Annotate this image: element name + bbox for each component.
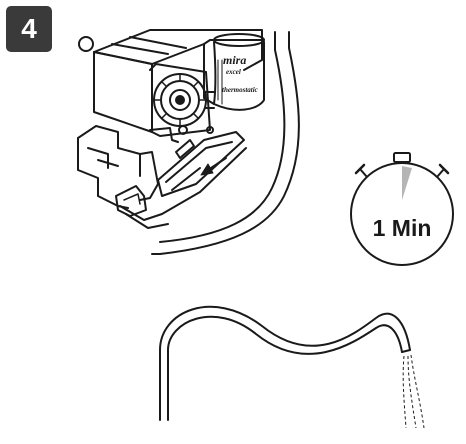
slider-panel-inner: [165, 141, 233, 191]
model-label: thermostatic: [222, 86, 258, 94]
control-dial-inner: [169, 89, 191, 111]
dial-frame: [149, 63, 211, 137]
hanging-loop: [78, 36, 94, 52]
control-dial-mid: [160, 80, 200, 120]
sub-brand-label: excel: [226, 68, 241, 76]
stopwatch-crown: [393, 152, 411, 163]
control-dial-hub: [175, 95, 185, 105]
stopwatch-side-button-left: [354, 163, 368, 178]
bracket-left: [149, 127, 179, 143]
base-clip-notch: [123, 193, 141, 205]
screw-2: [206, 126, 214, 134]
bottom-cover: [119, 147, 247, 221]
bottom-cover-edge: [125, 213, 169, 229]
stopwatch-side-button-right: [436, 163, 450, 178]
slider-panel: [157, 131, 245, 197]
lower-clip-detail: [87, 147, 119, 169]
brand-label: mira: [223, 53, 246, 67]
unit-body-ridge: [111, 36, 187, 55]
cartridge-body: [213, 41, 265, 111]
backplate-inner: [159, 31, 286, 243]
stopwatch-icon: 1 Min: [350, 152, 454, 266]
lower-clip: [77, 125, 141, 177]
stopwatch-time-label: 1 Min: [373, 215, 432, 241]
base-clip: [115, 185, 147, 217]
cartridge-cap: [213, 33, 265, 47]
shower-hose: [159, 305, 411, 421]
step-number-badge: 4: [6, 6, 52, 52]
cartridge-stripes: [217, 59, 223, 105]
backplate-outer: [151, 31, 300, 255]
shower-unit: [77, 29, 300, 255]
hose-outer: [159, 305, 411, 421]
stopwatch-elapsed-wedge: [402, 166, 412, 200]
slider-handle: [175, 139, 195, 159]
unit-body-left-face: [93, 51, 153, 133]
upper-block: [203, 39, 263, 105]
slide-direction-arrow: [200, 157, 227, 176]
control-dial-ticks: [153, 73, 207, 127]
unit-body-left-top: [93, 43, 205, 65]
hose-inner: [167, 315, 403, 421]
hose-end-cap: [401, 349, 411, 353]
water-flow: [402, 354, 425, 429]
screw-1: [178, 125, 188, 135]
